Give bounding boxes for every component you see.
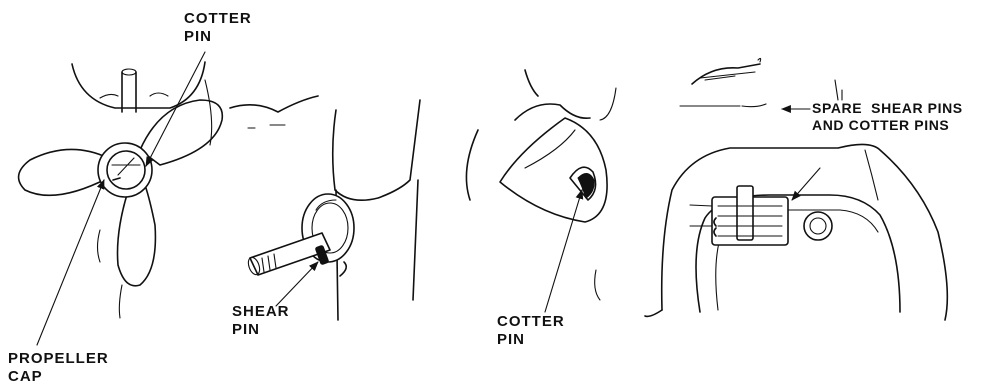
cotter-pin-label-2-line1: COTTER bbox=[497, 313, 565, 331]
cotter-pin-label-1: COTTER PIN bbox=[184, 10, 252, 46]
propeller-cap-label: PROPELLER CAP bbox=[8, 350, 109, 386]
cotter-pin-label-1-line2: PIN bbox=[184, 28, 252, 46]
spare-pins-label: SPARE SHEAR PINS AND COTTER PINS bbox=[812, 100, 963, 134]
spare-pin-storage-view bbox=[645, 58, 947, 320]
shear-pin-leader bbox=[276, 262, 318, 306]
propeller-cap-label-line1: PROPELLER bbox=[8, 350, 109, 368]
cotter-pin-label-2: COTTER PIN bbox=[497, 313, 565, 349]
propeller-nose-cone-view bbox=[466, 70, 616, 300]
propeller-cap-leader bbox=[37, 180, 104, 345]
spare-pins-label-line1: SPARE SHEAR PINS bbox=[812, 100, 963, 117]
cotter-pin-label-1-line1: COTTER bbox=[184, 10, 252, 28]
shear-pin-label: SHEAR PIN bbox=[232, 303, 290, 339]
propeller-shaft-view bbox=[230, 96, 420, 320]
shear-pin-label-line1: SHEAR bbox=[232, 303, 290, 321]
propeller-cap-label-line2: CAP bbox=[8, 368, 109, 386]
propeller-front-view bbox=[19, 62, 223, 318]
shear-pin-label-line2: PIN bbox=[232, 321, 290, 339]
spare-pins-label-line2: AND COTTER PINS bbox=[812, 117, 963, 134]
cotter-pin-label-2-line2: PIN bbox=[497, 331, 565, 349]
